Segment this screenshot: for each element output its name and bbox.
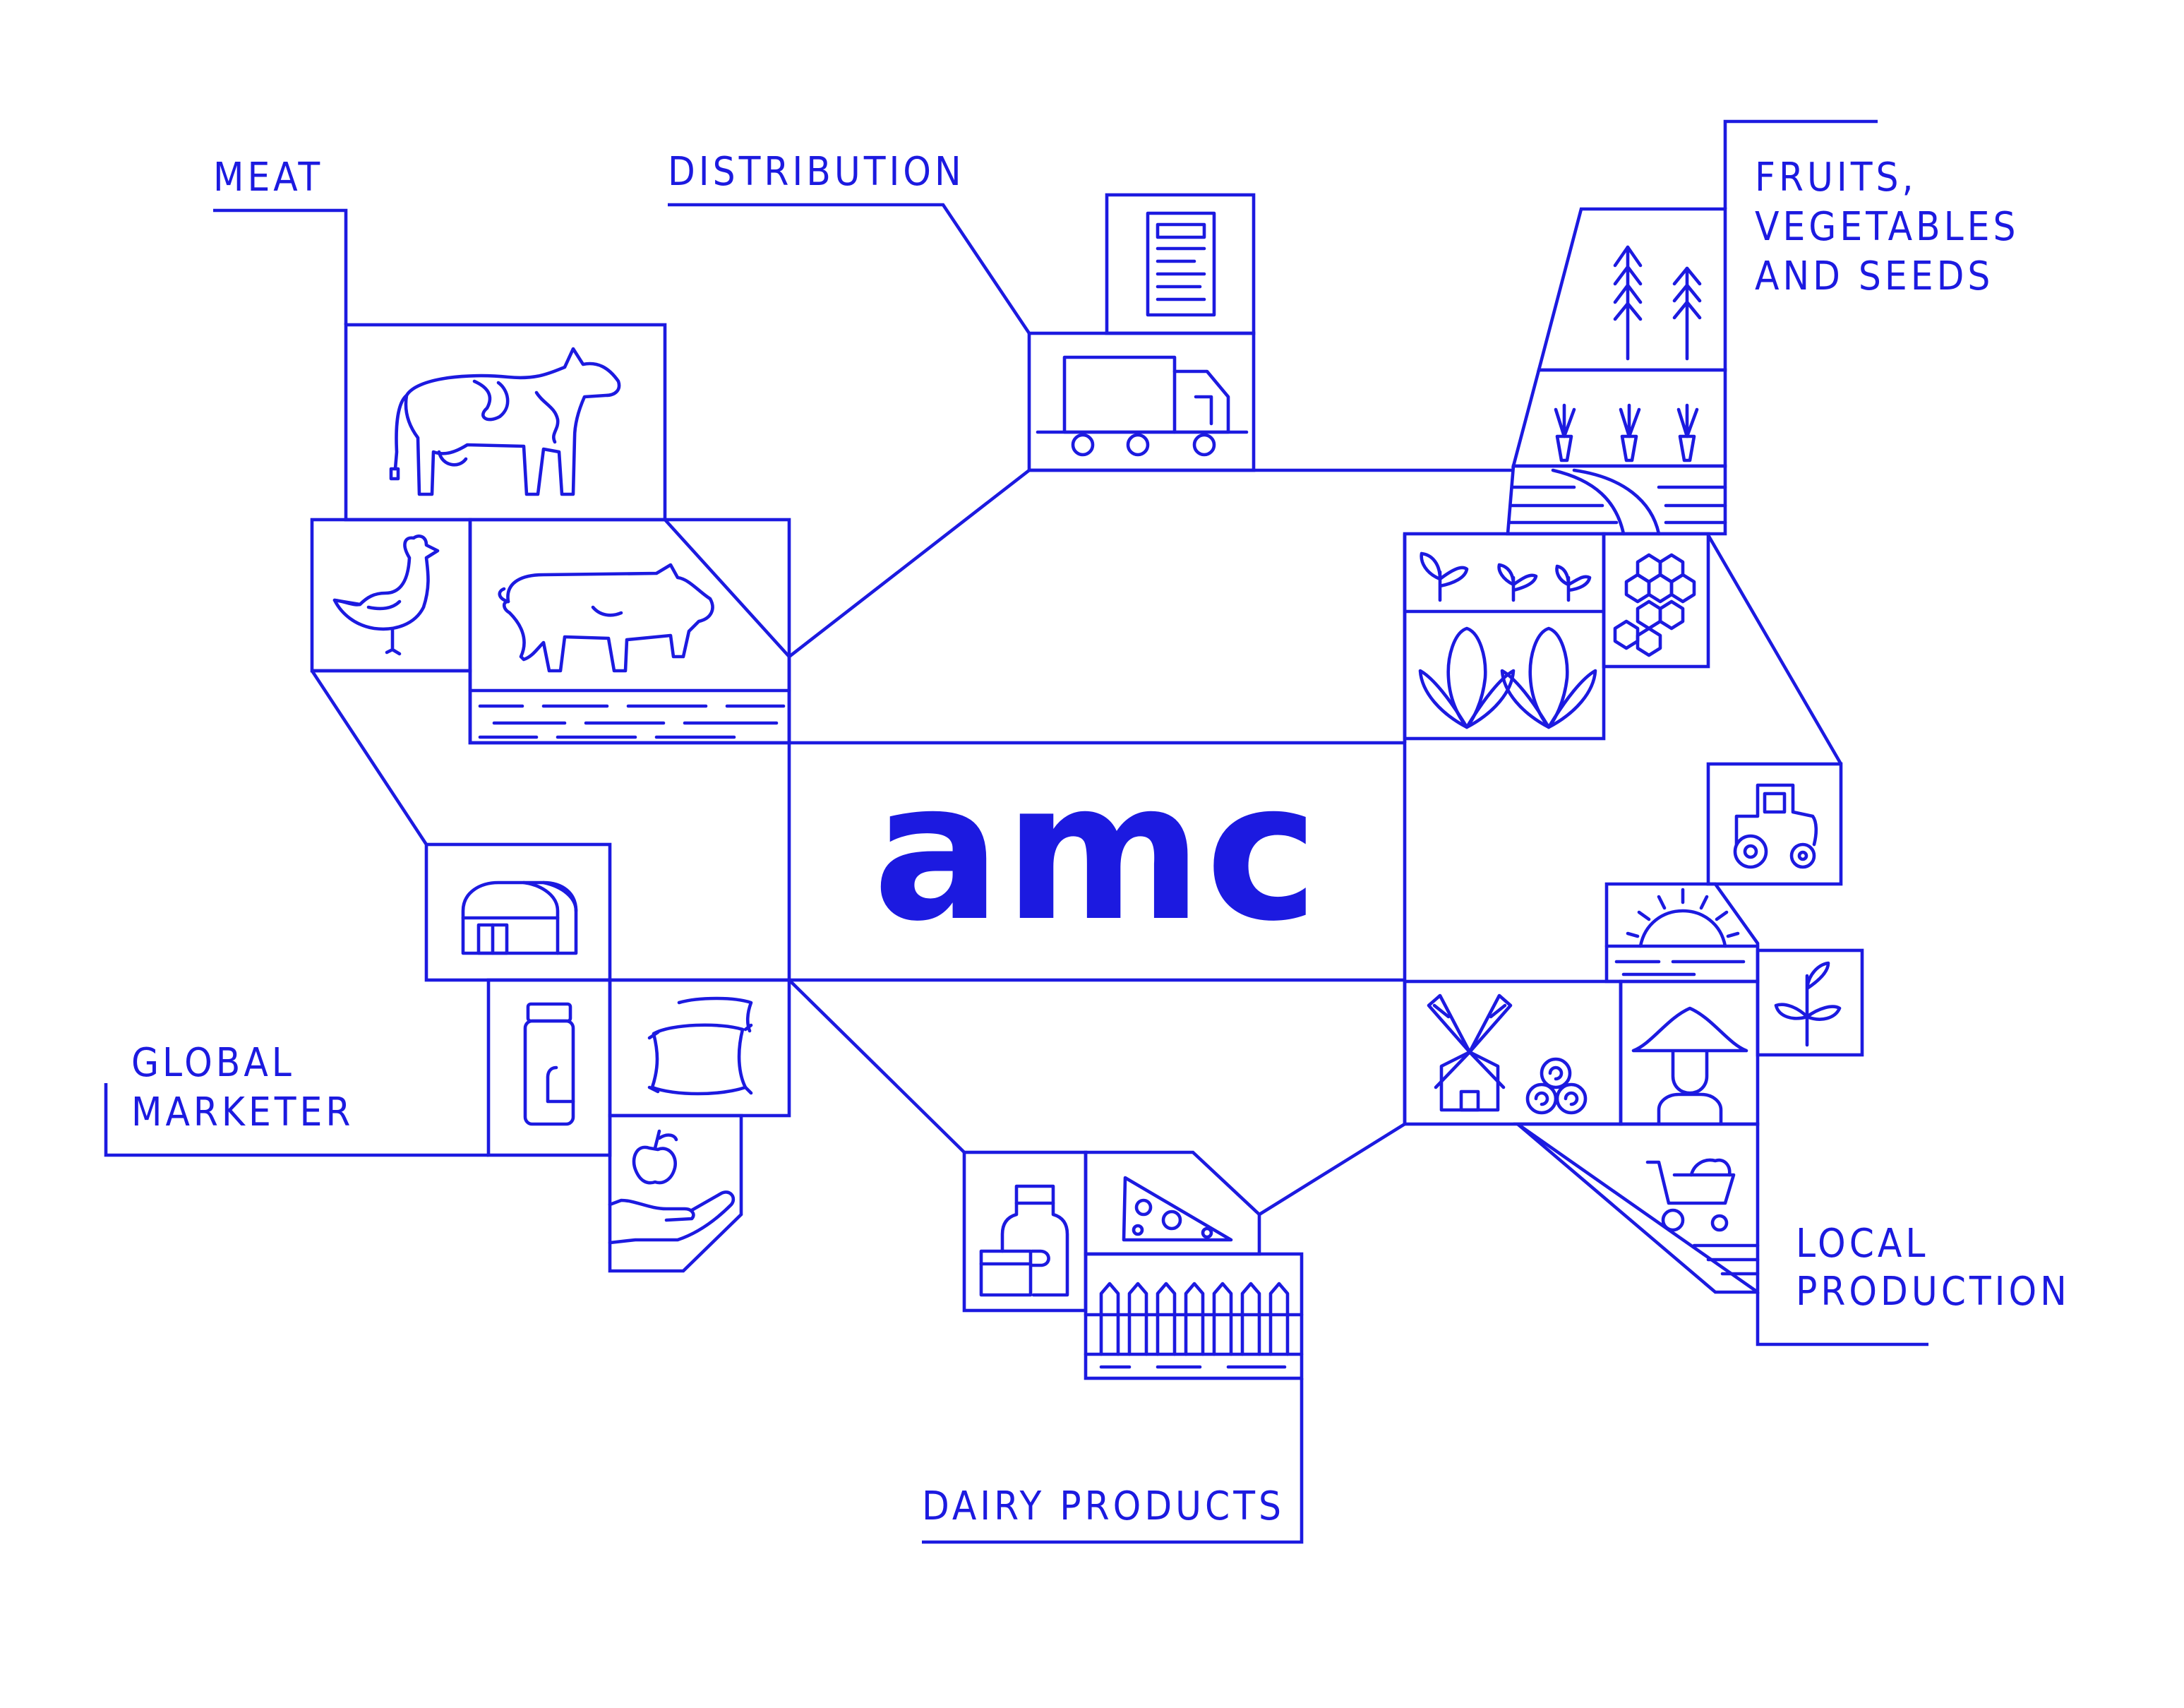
- wheelbarrow-tile: [1513, 1122, 1760, 1294]
- section-dairy: DAIRY PRODUCTS: [922, 1150, 1304, 1544]
- wheelbarrow-icon: [1645, 1158, 1760, 1276]
- jar-icon: [523, 1002, 575, 1126]
- cow-icon: [389, 347, 621, 496]
- connector-distribution: [787, 468, 1254, 743]
- pig-tile: [468, 518, 791, 745]
- section-global-marketer: GLOBAL MARKETER: [104, 842, 791, 1273]
- section-meat: MEAT: [213, 155, 791, 745]
- fence-icon: [1084, 1282, 1304, 1369]
- honeycomb-icon: [1613, 553, 1696, 657]
- sprout-icon: [1420, 551, 1592, 602]
- global-marketer-leader-line: [104, 1083, 488, 1157]
- plant-tile: [1756, 948, 1864, 1057]
- connector-left-upper: [311, 669, 428, 846]
- document-tile: [1105, 193, 1256, 335]
- truck-tile: [1027, 331, 1256, 472]
- distribution-label: DISTRIBUTION: [668, 149, 965, 195]
- local-production-leader-line: [1756, 1292, 1928, 1346]
- dairy-leader-line: [922, 1378, 1304, 1544]
- pig-icon: [468, 563, 791, 739]
- local-production-label-1: LOCAL: [1796, 1221, 1928, 1267]
- farmer-icon: [1631, 1006, 1748, 1126]
- cow-tile: [344, 323, 667, 522]
- document-icon: [1146, 211, 1216, 317]
- apple-hand-icon: [608, 1129, 736, 1245]
- field-icon: [1508, 468, 1727, 536]
- field-tile: [1506, 464, 1727, 536]
- farmer-tile: [1619, 979, 1760, 1126]
- connector-local-production: [1516, 1123, 1759, 1294]
- center-box: [787, 741, 1407, 982]
- section-local-production: LOCAL PRODUCTION: [1403, 762, 2070, 1346]
- connector-dairy: [788, 979, 966, 1154]
- fruits-leader-line: [1723, 119, 1878, 209]
- global-marketer-label-2: MARKETER: [131, 1089, 354, 1135]
- distribution-leader-line: [668, 203, 1031, 335]
- tractor-tile: [1706, 762, 1843, 886]
- local-production-label-2: PRODUCTION: [1796, 1269, 2070, 1315]
- meat-leader-line: [213, 208, 348, 325]
- section-fruits: FRUITS, VEGETABLES AND SEEDS: [1403, 119, 2019, 741]
- milk-bottles-icon: [979, 1184, 1069, 1297]
- meat-label: MEAT: [213, 155, 323, 201]
- connector-dairy-right: [1258, 980, 1407, 1216]
- fruits-label-1: FRUITS,: [1755, 155, 1916, 201]
- windmill-hay-tile: [1403, 979, 1623, 1126]
- truck-icon: [1036, 355, 1249, 457]
- plant-icon: [1774, 961, 1842, 1047]
- corn-icon: [1418, 626, 1597, 729]
- sack-icon: [647, 996, 753, 1096]
- global-marketer-label-1: GLOBAL: [131, 1040, 295, 1086]
- connector-right-diagonal: [1707, 534, 1842, 765]
- fruits-label-3: AND SEEDS: [1755, 253, 1993, 299]
- cheese-tile: [1084, 1150, 1261, 1256]
- meat-diagonal: [664, 518, 791, 658]
- greenhouse-tile: [424, 842, 612, 982]
- cheese-icon: [1122, 1176, 1233, 1242]
- honeycomb-tile: [1602, 532, 1710, 669]
- tractor-icon: [1733, 783, 1818, 869]
- sunrise-icon: [1604, 888, 1760, 977]
- jar-tile: [486, 978, 612, 1157]
- wheat-icon: [1613, 245, 1702, 361]
- center-hub: amc: [787, 741, 1407, 982]
- fruits-label-2: VEGETABLES: [1755, 204, 2019, 250]
- hay-bales-icon: [1525, 1057, 1588, 1115]
- dairy-label: DAIRY PRODUCTS: [922, 1483, 1285, 1529]
- amc-logo: amc: [872, 741, 1321, 963]
- carrot-icon: [1554, 403, 1699, 462]
- section-distribution: DISTRIBUTION: [668, 149, 1256, 472]
- chicken-icon: [332, 535, 440, 656]
- apple-hand-tile: [608, 1113, 743, 1273]
- greenhouse-icon: [461, 880, 578, 955]
- windmill-icon: [1427, 993, 1513, 1112]
